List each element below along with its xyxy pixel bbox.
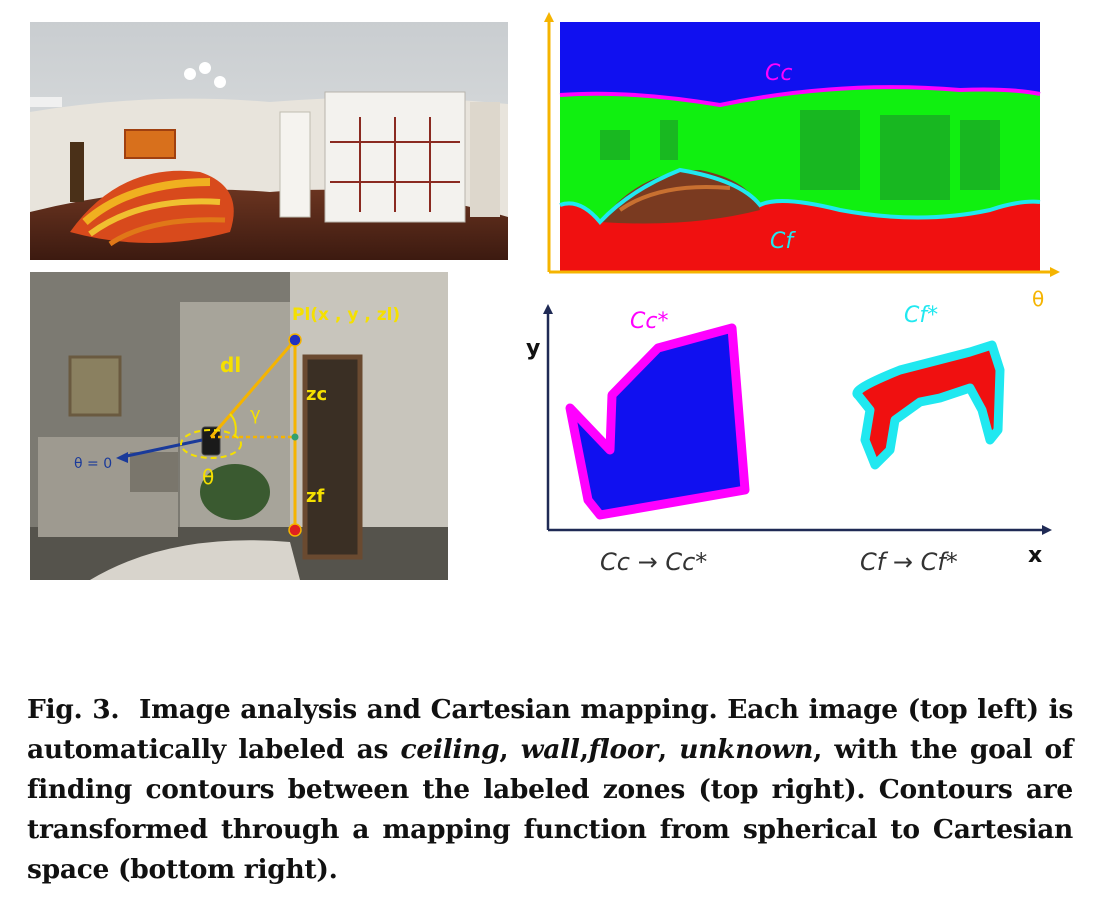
floor-shape-label: Cf*: [904, 303, 938, 328]
caption-text-b: , with the goal of finding contours betw…: [27, 734, 1074, 885]
zf-label: zf: [306, 486, 324, 507]
ceiling-formula: Cc → Cc*: [600, 548, 707, 576]
gamma-label: γ: [250, 404, 261, 425]
term-ceiling: ceiling: [400, 734, 500, 765]
figure-caption: Fig. 3. Image analysis and Cartesian map…: [27, 690, 1073, 890]
ceiling-shape: [565, 323, 750, 520]
panorama-image: [30, 22, 508, 260]
ceiling-contour-label: Cc: [765, 61, 792, 86]
point-marker: [288, 333, 302, 347]
floor-shape: [852, 340, 1005, 470]
caption-text-a: Image analysis and Cartesian mapping. Ea…: [27, 694, 1073, 765]
floor-formula: Cf → Cf*: [860, 548, 958, 576]
theta-zero-label: θ = 0: [74, 456, 112, 472]
point-label: Pl(x , y , zl): [292, 305, 400, 325]
term-unknown: unknown: [679, 734, 814, 765]
room-geometry-image: Pl(x , y , zl) dl γ θ θ = 0 zc zf: [30, 272, 448, 580]
term-floor: floor: [588, 734, 659, 765]
term-wall: wall: [520, 734, 580, 765]
ceiling-shape-label: Cc*: [630, 309, 668, 334]
theta-label: θ: [202, 465, 214, 489]
distance-label: dl: [220, 353, 241, 377]
mapping-y-label: y: [526, 336, 540, 361]
caption-sep: ,: [657, 734, 680, 765]
ceiling-contour: [559, 85, 1041, 108]
caption-sep: ,: [579, 734, 589, 765]
zc-label: zc: [306, 384, 327, 405]
cartesian-mapping-plot: y x Cc* Cf* Cc → Cc* Cf → Cf*: [520, 290, 1082, 600]
labeled-zones-plot: γ θ Cc Cf: [540, 10, 1072, 310]
floor-contour: [559, 167, 1041, 226]
floor-contour-label: Cf: [770, 229, 796, 254]
caption-label: Fig. 3.: [27, 694, 120, 725]
x-axis-label: θ: [1032, 287, 1044, 310]
caption-sep: ,: [499, 734, 521, 765]
mapping-x-label: x: [1028, 543, 1042, 568]
